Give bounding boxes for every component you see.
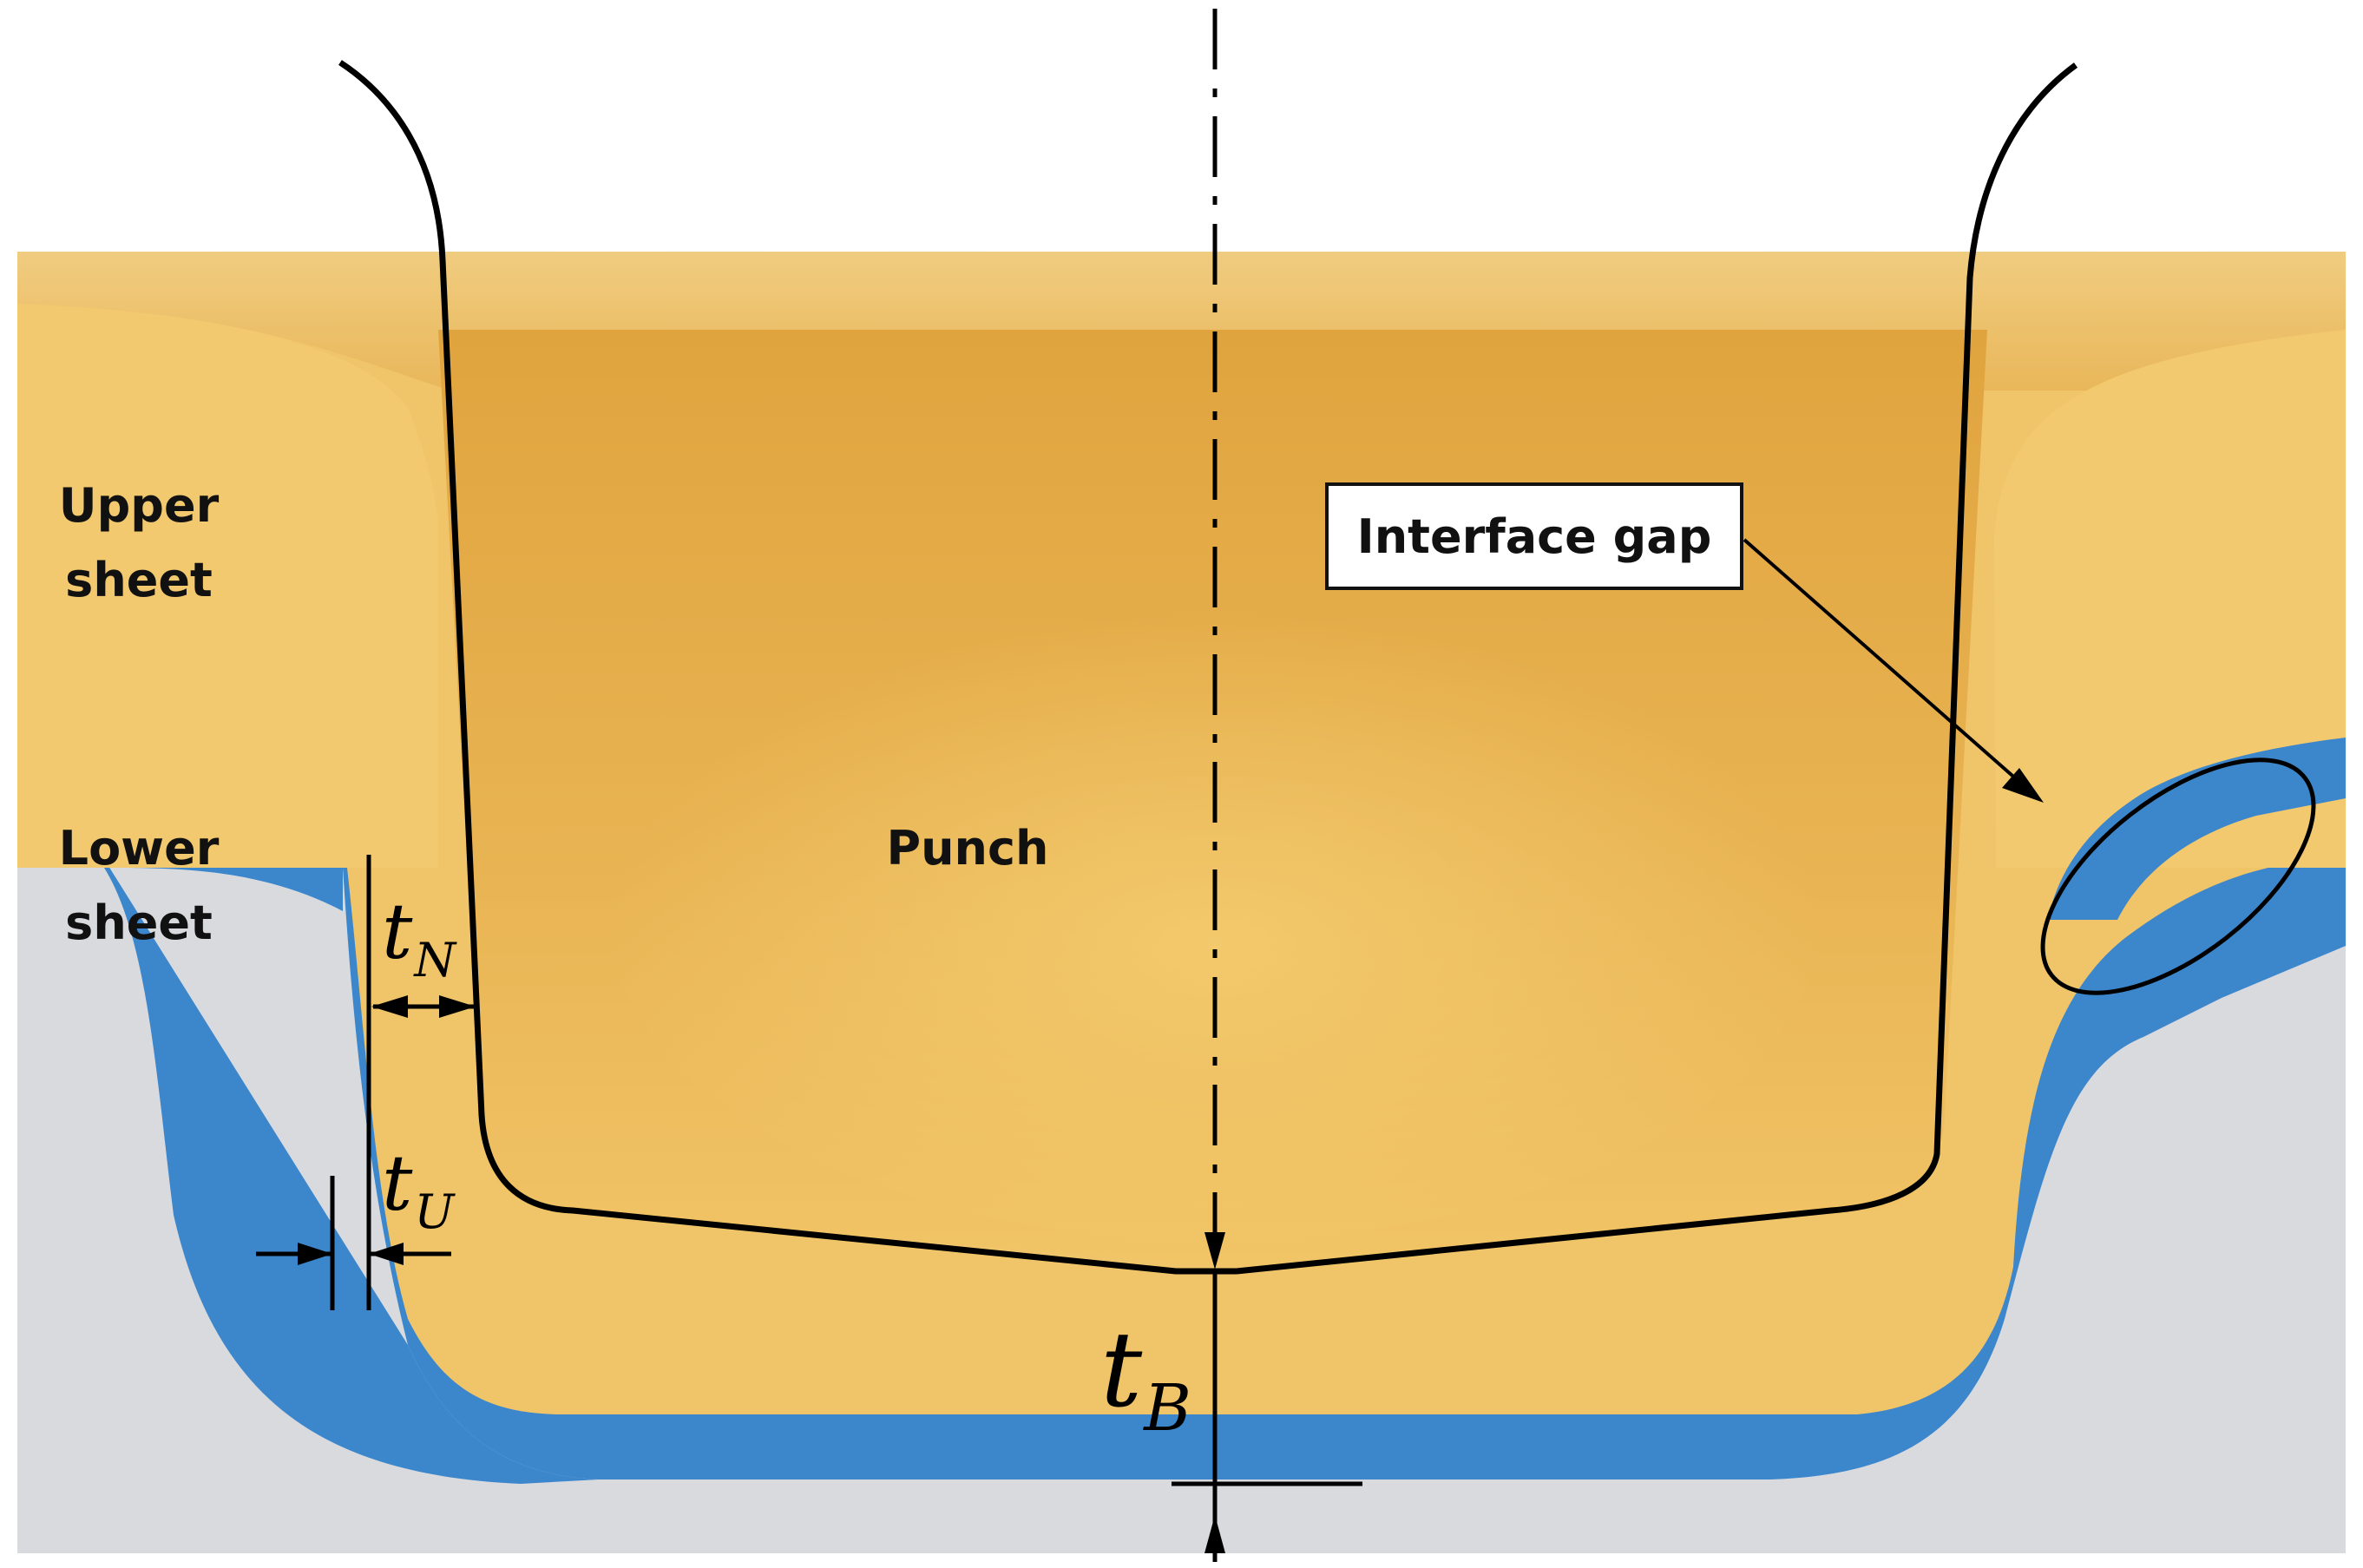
interface-gap-label: Interface gap xyxy=(1325,482,1743,590)
lower-sheet-label-line2: sheet xyxy=(65,896,213,950)
lower-sheet-label: Lower sheet xyxy=(35,811,243,961)
tu-arrow-right xyxy=(369,1243,404,1265)
tb-symbol-letter: t xyxy=(1100,1310,1143,1431)
interface-gap-ellipse xyxy=(2040,758,2316,995)
upper-sheet-label: Upper sheet xyxy=(35,469,243,618)
tu-symbol: tU xyxy=(382,1145,454,1235)
upper-sheet-label-line2: sheet xyxy=(65,553,213,607)
tn-symbol: tN xyxy=(382,894,456,983)
tb-symbol: tB xyxy=(1100,1319,1191,1440)
upper-sheet-label-line1: Upper xyxy=(58,478,220,533)
tn-arrow-right xyxy=(439,995,476,1018)
tb-arrow-bottom xyxy=(1204,1515,1225,1553)
tb-arrow-top xyxy=(1204,1232,1225,1269)
tn-symbol-letter: t xyxy=(382,887,413,976)
interface-gap-arrow-head xyxy=(2002,768,2044,803)
lower-sheet-right-interface xyxy=(2048,738,2346,920)
punch-outline xyxy=(338,60,2078,1275)
tu-symbol-letter: t xyxy=(382,1138,413,1228)
upper-sheet-left-corner xyxy=(17,304,438,868)
lower-sheet-label-line1: Lower xyxy=(58,821,220,876)
interface-gap-arrow-line xyxy=(1743,538,2028,790)
tu-symbol-subscript: U xyxy=(414,1183,455,1239)
punch-label: Punch xyxy=(886,821,1049,876)
tn-arrow-left xyxy=(371,995,408,1018)
tn-symbol-subscript: N xyxy=(414,931,456,987)
tu-arrow-left xyxy=(298,1243,332,1265)
upper-sheet-right-corner xyxy=(1994,330,2346,868)
tb-symbol-subscript: B xyxy=(1144,1370,1191,1447)
